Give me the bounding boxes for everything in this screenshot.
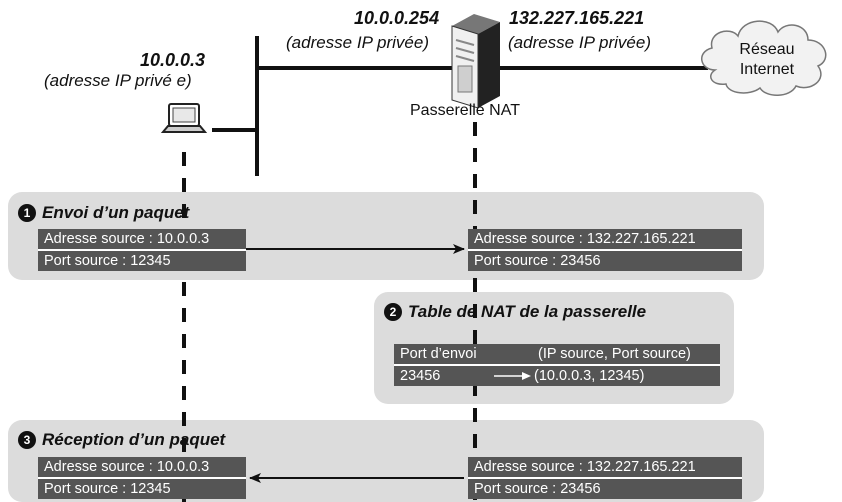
row-separator: [394, 364, 720, 366]
step3-left-port: Port source : 12345: [44, 481, 171, 497]
step1-left-port: Port source : 12345: [44, 253, 171, 269]
step3-right-port: Port source : 23456: [474, 481, 601, 497]
gateway-label: Passerelle NAT: [410, 102, 520, 119]
server-tower-icon: [451, 14, 500, 109]
internet-label-line1: Réseau: [739, 41, 795, 58]
internet-label-line2: Internet: [739, 61, 795, 78]
nat-row-source: (10.0.0.3, 12345): [534, 368, 645, 384]
step2-title: 2 Table de NAT de la passerelle: [384, 302, 646, 322]
step1-right-address: Adresse source : 132.227.165.221: [474, 231, 696, 247]
step3-title-text: Réception d’un paquet: [42, 430, 226, 449]
step3-left-address: Adresse source : 10.0.0.3: [44, 459, 210, 475]
step1-title-text: Envoi d’un paquet: [42, 203, 190, 222]
client-ip: 10.0.0.3: [140, 50, 206, 70]
row-separator: [468, 249, 742, 251]
step3-number: 3: [18, 431, 36, 449]
gateway-private-ip-note: (adresse IP privée): [286, 33, 429, 52]
step3-right-box: Adresse source : 132.227.165.221 Port so…: [468, 457, 742, 499]
row-separator: [38, 477, 246, 479]
nat-table: Port d’envoi (IP source, Port source) 23…: [394, 344, 720, 386]
step3-left-box: Adresse source : 10.0.0.3 Port source : …: [38, 457, 246, 499]
row-separator: [38, 249, 246, 251]
row-separator: [468, 477, 742, 479]
step1-left-box: Adresse source : 10.0.0.3 Port source : …: [38, 229, 246, 271]
step1-right-port: Port source : 23456: [474, 253, 601, 269]
step3-right-address: Adresse source : 132.227.165.221: [474, 459, 696, 475]
internet-label: Réseau Internet: [722, 40, 812, 80]
nat-header-source: (IP source, Port source): [538, 346, 691, 362]
nat-header-port: Port d’envoi: [400, 346, 477, 362]
step1-title: 1 Envoi d’un paquet: [18, 203, 189, 223]
step1-left-address: Adresse source : 10.0.0.3: [44, 231, 210, 247]
gateway-private-ip: 10.0.0.254: [354, 8, 440, 28]
step1-number: 1: [18, 204, 36, 222]
step3-title: 3 Réception d’un paquet: [18, 430, 225, 450]
client-ip-note: (adresse IP privé e): [44, 71, 192, 90]
step2-number: 2: [384, 303, 402, 321]
step2-title-text: Table de NAT de la passerelle: [408, 302, 647, 321]
laptop-icon: [160, 103, 208, 133]
gateway-public-ip: 132.227.165.221: [509, 8, 645, 28]
nat-table-row: 23456 (10.0.0.3, 12345): [394, 366, 720, 386]
step1-right-box: Adresse source : 132.227.165.221 Port so…: [468, 229, 742, 271]
nat-table-header: Port d’envoi (IP source, Port source): [394, 344, 720, 364]
cloud-icon: [701, 20, 827, 96]
gateway-public-ip-note: (adresse IP privée): [508, 33, 651, 52]
nat-mapping-arrow-icon: [494, 372, 531, 380]
nat-row-port: 23456: [400, 368, 441, 384]
